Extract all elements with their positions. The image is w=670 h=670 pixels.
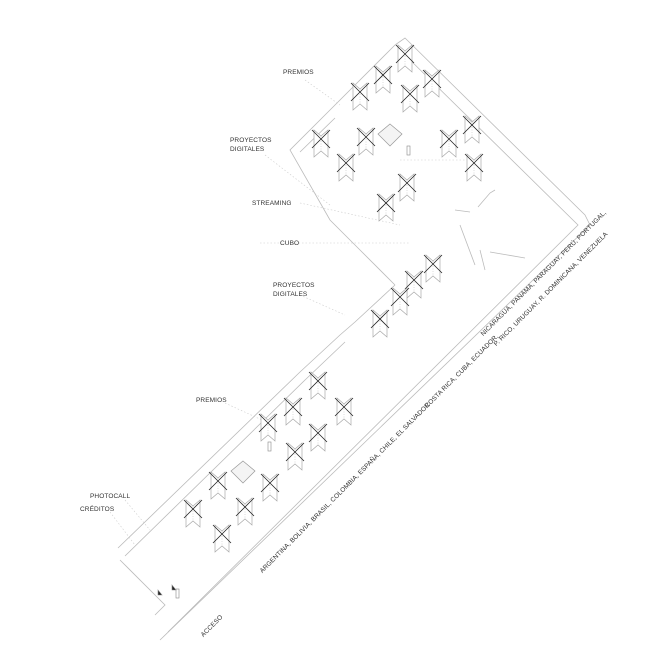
display-stand (376, 193, 396, 222)
label-streaming: STREAMING (252, 200, 292, 207)
cube-bottom (230, 460, 256, 484)
display-stand (283, 397, 303, 426)
label-digitales-top: DIGITALES (230, 146, 265, 153)
display-stand (373, 65, 393, 94)
label-cubo: CUBO (280, 240, 300, 247)
person-icon (175, 588, 180, 599)
guide-lines (109, 79, 470, 546)
label-digitales-mid: DIGITALES (273, 291, 308, 298)
display-stand (423, 254, 443, 283)
display-stand (285, 442, 305, 471)
cube-top (377, 123, 403, 147)
display-stand (334, 397, 354, 426)
display-stand (235, 497, 255, 526)
label-creditos: CRÉDITOS (80, 506, 115, 513)
display-stand (400, 84, 420, 113)
door-marker-icon (157, 589, 163, 596)
stands (183, 44, 484, 553)
display-stand (462, 115, 482, 144)
display-stand (397, 173, 417, 202)
display-stand (464, 153, 484, 182)
display-stand (308, 423, 328, 452)
display-stand (208, 471, 228, 500)
display-stand (258, 413, 278, 442)
label-premios-bottom: PREMIOS (196, 397, 227, 404)
door-marker-icon (171, 584, 177, 591)
display-stand (356, 127, 376, 156)
display-stand (404, 270, 424, 299)
person-icon (267, 441, 272, 452)
display-stand (183, 499, 203, 528)
display-stand (311, 129, 331, 158)
display-stand (422, 69, 442, 98)
label-proyectos-top: PROYECTOS (230, 137, 272, 144)
display-stand (308, 371, 328, 400)
display-stand (370, 309, 390, 338)
display-stand (212, 524, 232, 553)
label-premios-top: PREMIOS (283, 69, 314, 76)
figures (157, 145, 411, 599)
display-stand (350, 82, 370, 111)
cubes (230, 123, 403, 484)
display-stand (336, 153, 356, 182)
display-stand (260, 473, 280, 502)
walls (117, 37, 591, 641)
label-photocall: PHOTOCALL (90, 493, 131, 500)
person-icon (406, 145, 411, 156)
display-stand (395, 44, 415, 73)
display-stand (390, 287, 410, 316)
display-stand (439, 129, 459, 158)
label-proyectos-mid: PROYECTOS (273, 282, 315, 289)
